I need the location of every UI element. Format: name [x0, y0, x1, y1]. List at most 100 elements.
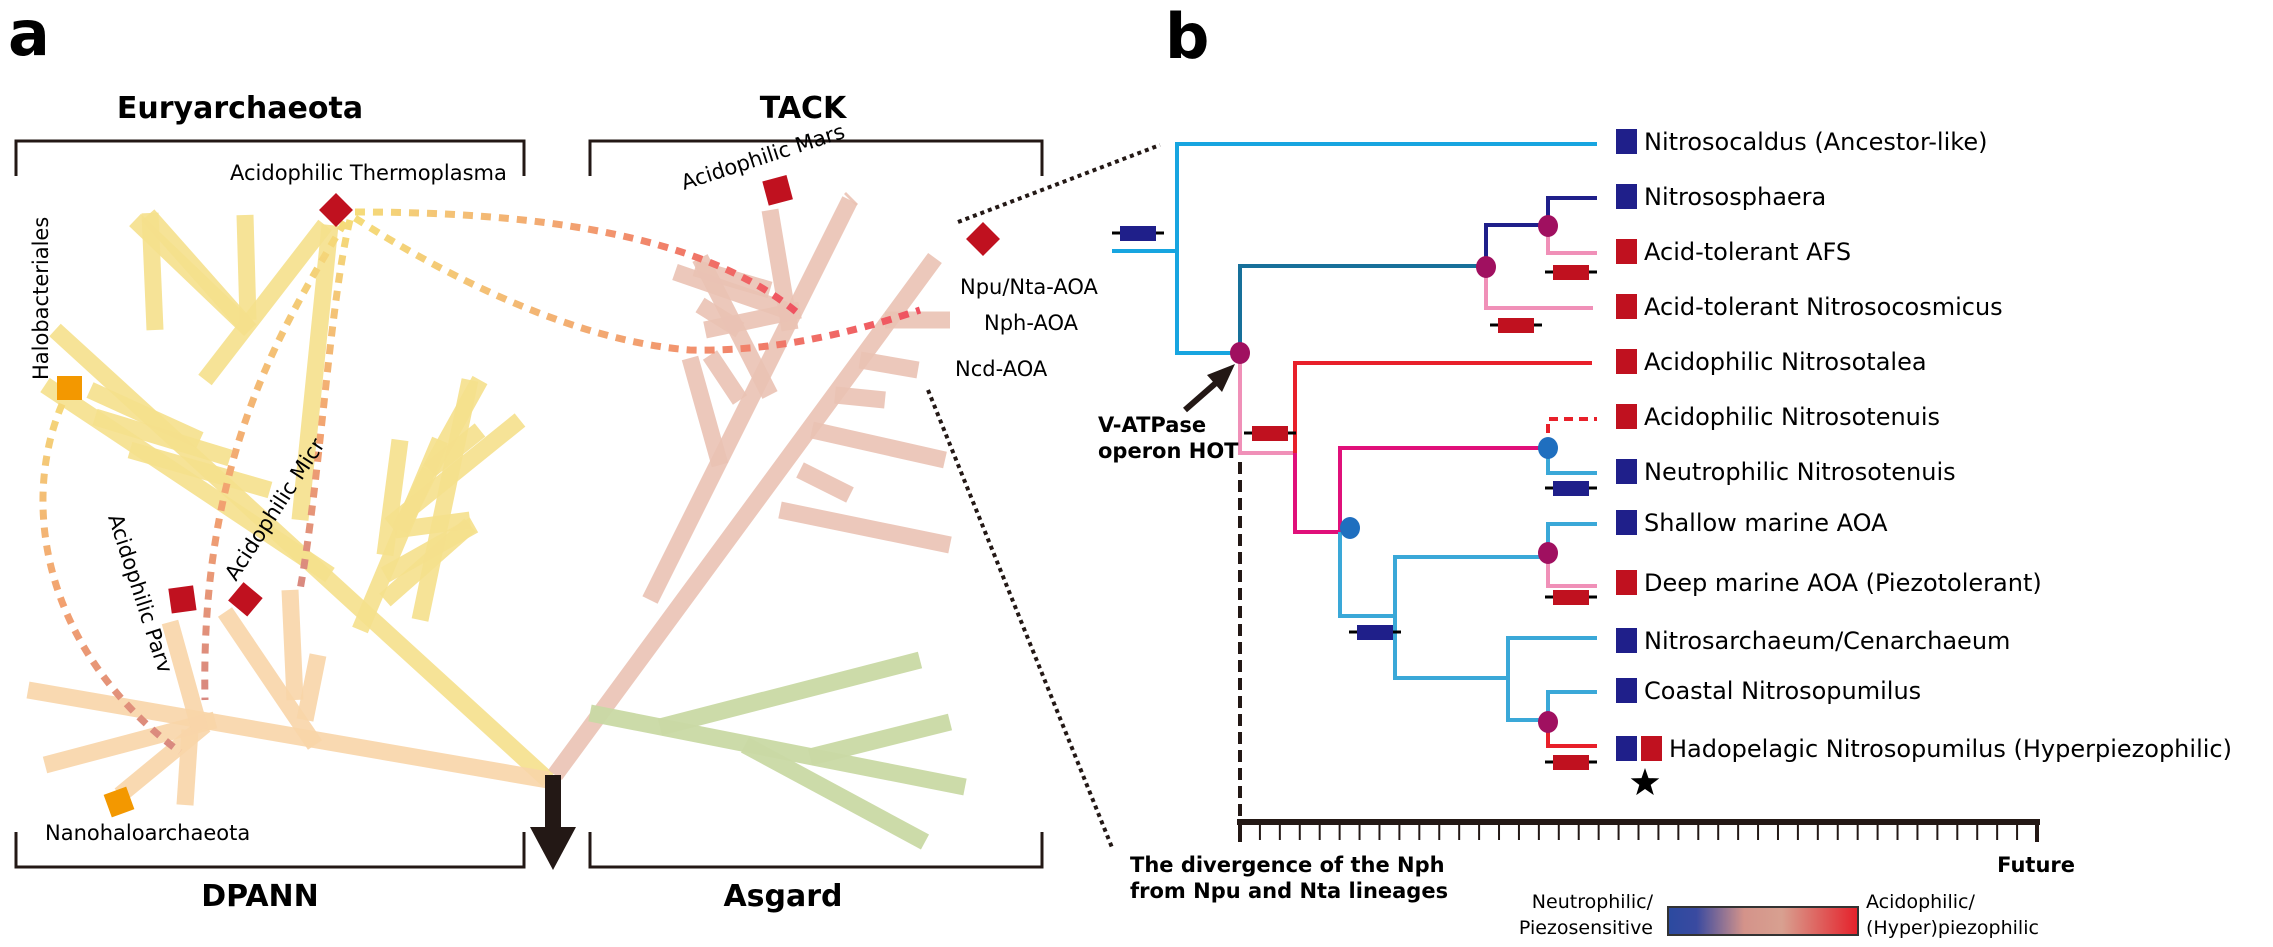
tree-branch: [161, 619, 209, 733]
trait-change-bar: [1553, 755, 1589, 770]
tree-branch: [26, 681, 550, 789]
tree-node: [1538, 437, 1558, 459]
tree-branch: [384, 413, 526, 532]
taxon-label: Hadopelagic Nitrosopumilus (Hyperpiezoph…: [1669, 735, 2232, 763]
taxon-label: Acid-tolerant AFS: [1644, 238, 1851, 266]
tree-branch: [548, 252, 942, 781]
trait-change-bar: [1252, 426, 1288, 441]
marker-thermoplasma: [319, 193, 353, 227]
trait-change-bar: [1357, 625, 1393, 640]
tree-branch: [1175, 142, 1597, 251]
panel-b-letter: b: [1165, 0, 1209, 73]
tree-node: [1538, 542, 1558, 564]
tree-branch: [657, 651, 923, 736]
tree-branch: [393, 511, 472, 539]
tree-branch: [281, 589, 304, 701]
marker-aoa: [966, 222, 1000, 256]
tree-branch: [1293, 453, 1340, 534]
tree-branch: [1546, 417, 1597, 448]
trait-marker-neutro: [1616, 736, 1637, 761]
taxa-list: Nitrosocaldus (Ancestor-like) Nitrosospha…: [1616, 128, 2232, 796]
vatpase-label-line2: operon HOT: [1098, 439, 1239, 463]
marker-acid-mars: [762, 175, 793, 206]
taxon-label: Shallow marine AOA: [1644, 509, 1888, 537]
time-axis: [1237, 819, 2040, 842]
tree-node: [1340, 517, 1360, 539]
tree-branch: [198, 219, 332, 386]
trait-marker-acido: [1616, 404, 1637, 429]
taxon-label: Coastal Nitrosopumilus: [1644, 677, 1921, 705]
tree-branch: [1506, 678, 1548, 722]
label-nanohaloarchaeota: Nanohaloarchaeota: [45, 821, 250, 845]
bracket-tack: [588, 139, 1044, 176]
trait-marker-acido: [1641, 736, 1662, 761]
trait-change-bar: [1498, 318, 1534, 333]
axis-start-label-line1: The divergence of the Nph: [1130, 853, 1445, 877]
tree-branch: [843, 191, 859, 207]
taxon-label: Nitrosocaldus (Ancestor-like): [1644, 128, 1987, 156]
tree-node: [1476, 256, 1496, 278]
tree-asgard: [588, 651, 967, 850]
trait-change-bar: [1553, 481, 1589, 496]
tree-panel-b: [1112, 142, 1597, 770]
tree-node: [1538, 711, 1558, 733]
tree-branch: [42, 711, 218, 774]
tree-branch: [114, 718, 211, 802]
tree-branch: [1506, 636, 1597, 678]
marker-acid-parv: [168, 585, 197, 614]
tree-node: [1230, 342, 1250, 364]
tree-branch: [1484, 223, 1548, 266]
trait-marker-acido: [1616, 570, 1637, 595]
trait-change-bar: [1120, 226, 1156, 241]
tree-branch: [1238, 264, 1486, 353]
tree-branch: [1338, 446, 1548, 532]
tree-branch: [1238, 353, 1295, 455]
label-nph-aoa: Nph-AOA: [984, 311, 1079, 335]
hgt-curve: [353, 215, 922, 354]
label-thermoplasma: Acidophilic Thermoplasma: [230, 161, 507, 185]
tree-branch: [1293, 361, 1592, 453]
tree-branch: [1546, 557, 1597, 588]
tree-branch: [692, 259, 773, 299]
tree-branch: [796, 462, 854, 503]
bracket-dpann: [14, 832, 526, 869]
tree-branch: [40, 377, 335, 583]
group-title-euryarchaeota: Euryarchaeota: [117, 91, 363, 126]
trait-marker-acido: [1616, 294, 1637, 319]
panel-a-letter: a: [8, 0, 50, 70]
tree-branch: [1393, 616, 1508, 680]
legend-left-line2: Piezosensitive: [1519, 917, 1653, 939]
trait-change-bar: [1553, 590, 1589, 605]
bracket-euryarchaeota: [14, 139, 526, 176]
hgt-curve: [296, 219, 354, 591]
tree-branch: [1546, 690, 1597, 720]
taxon-label: Acidophilic Nitrosotenuis: [1644, 403, 1940, 431]
tree-branch: [1338, 532, 1395, 618]
trait-marker-neutro: [1616, 678, 1637, 703]
tree-branch: [681, 355, 729, 468]
legend-right-line2: (Hyper)piezophilic: [1866, 917, 2039, 939]
tree-tack: [548, 191, 952, 781]
tree-branch: [672, 263, 788, 319]
trait-marker-neutro: [1616, 510, 1637, 535]
taxon-label: Nitrososphaera: [1644, 183, 1826, 211]
tree-branch: [1393, 555, 1548, 616]
tree-branch: [376, 438, 409, 557]
tree-branch: [141, 212, 164, 331]
label-halobacteriales: Halobacteriales: [29, 217, 53, 380]
group-title-asgard: Asgard: [723, 879, 842, 914]
taxon-label: Nitrosarchaeum/Cenarchaeum: [1644, 627, 2010, 655]
axis-end-label: Future: [1997, 853, 2075, 877]
hgt-curve: [39, 386, 183, 755]
zoom-line-top: [957, 143, 1161, 224]
label-acid-parv: Acidophilic Parv: [103, 511, 177, 676]
brackets: [14, 139, 1044, 869]
trait-marker-acido: [1616, 349, 1637, 374]
tree-branch: [86, 382, 204, 448]
tree-branch: [703, 301, 802, 339]
zoom-connectors: [926, 143, 1161, 851]
group-title-tack: TACK: [760, 91, 848, 126]
trait-marker-neutro: [1616, 129, 1637, 154]
tree-branch: [778, 501, 952, 554]
trait-marker-neutro: [1616, 628, 1637, 653]
